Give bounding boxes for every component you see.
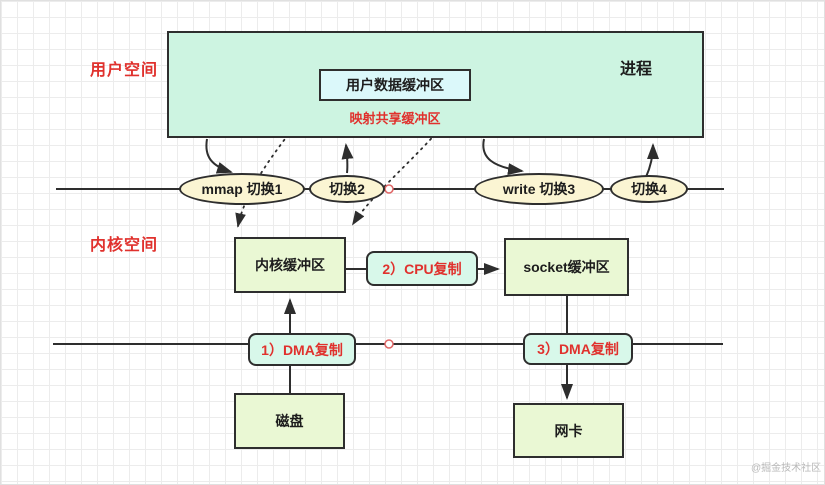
socket-buffer-label: socket缓冲区 xyxy=(523,259,610,275)
arrow-process-to-switch3 xyxy=(482,138,524,176)
arrow-switch4-to-process xyxy=(645,143,659,178)
connection-point-bottom xyxy=(384,339,394,349)
user-data-buffer-label: 用户数据缓冲区 xyxy=(346,77,444,93)
switch3-label: write 切换3 xyxy=(502,181,576,197)
watermark: @掘金技术社区 xyxy=(751,463,822,474)
user-space-label: 用户空间 xyxy=(90,62,159,79)
dma-copy-3-label: 3）DMA复制 xyxy=(537,341,619,357)
switch1-ellipse: mmap 切换1 xyxy=(179,173,305,205)
connection-point-top xyxy=(384,184,394,194)
switch4-ellipse: 切换4 xyxy=(610,175,688,203)
switch3-ellipse: write 切换3 xyxy=(474,173,604,205)
kernel-space-label: 内核空间 xyxy=(90,237,159,254)
dma-copy-1-step: 1）DMA复制 xyxy=(248,333,356,366)
nic-node: 网卡 xyxy=(513,403,624,458)
cpu-copy-step: 2）CPU复制 xyxy=(366,251,478,286)
switch2-label: 切换2 xyxy=(329,181,365,197)
switch1-label: mmap 切换1 xyxy=(201,181,283,197)
kernel-buffer-label: 内核缓冲区 xyxy=(255,257,325,273)
disk-label: 磁盘 xyxy=(275,413,304,429)
dma-copy-3-step: 3）DMA复制 xyxy=(523,333,633,365)
dma-copy-1-label: 1）DMA复制 xyxy=(261,341,343,358)
process-label: 进程 xyxy=(619,61,652,78)
arrow-process-to-switch1 xyxy=(205,138,233,174)
cpu-copy-label: 2）CPU复制 xyxy=(382,260,462,277)
mapped-shared-buffer-note: 映射共享缓冲区 xyxy=(349,111,441,126)
dotted-mapping-right xyxy=(352,102,460,226)
user-data-buffer-node: 用户数据缓冲区 xyxy=(319,69,471,101)
kernel-buffer-node: 内核缓冲区 xyxy=(234,237,346,293)
disk-node: 磁盘 xyxy=(234,393,345,449)
switch2-ellipse: 切换2 xyxy=(309,175,385,203)
arrow-switch2-to-process xyxy=(341,143,354,174)
switch4-label: 切换4 xyxy=(631,181,667,197)
nic-label: 网卡 xyxy=(554,422,583,439)
socket-buffer-node: socket缓冲区 xyxy=(504,238,629,296)
